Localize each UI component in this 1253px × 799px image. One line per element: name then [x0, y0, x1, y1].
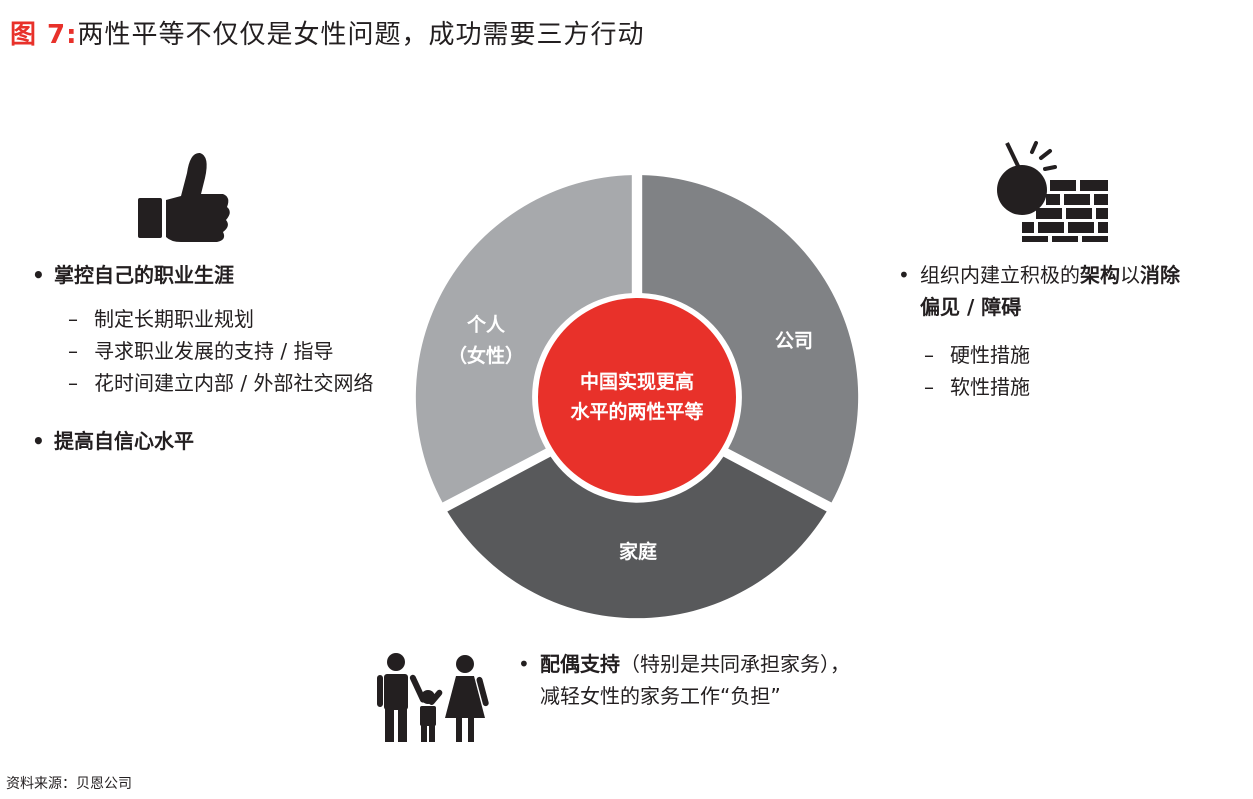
structure-text-c: 以 [1120, 263, 1140, 287]
bullet-spouse-support: 配偶支持（特别是共同承担家务）， [518, 648, 850, 680]
sub-item-network: 花时间建立内部 / 外部社交网络 [68, 367, 373, 399]
wrecking-ball-wall-icon [997, 141, 1108, 242]
family-icon [377, 653, 489, 742]
bullet-confidence: 提高自信心水平 [32, 425, 373, 457]
segment-family [447, 456, 827, 619]
segment-individual-label-2: （女性） [448, 344, 524, 367]
measures-sub-list: 硬性措施 软性措施 [898, 339, 1180, 403]
figure-title-text: 两性平等不仅仅是女性问题，成功需要三方行动 [77, 20, 645, 50]
center-label-2: 水平的两性平等 [570, 400, 703, 423]
figure-number: 图 7: [10, 20, 78, 50]
bullet-structure: 组织内建立积极的架构以消除 [898, 259, 1180, 291]
spouse-support-rest: （特别是共同承担家务）， [620, 652, 850, 676]
structure-text-line2: 偏见 / 障碍 [920, 295, 1022, 319]
individual-actions: 掌控自己的职业生涯 制定长期职业规划 寻求职业发展的支持 / 指导 花时间建立内… [32, 259, 373, 457]
sub-item-plan: 制定长期职业规划 [68, 303, 373, 335]
segment-company-label: 公司 [775, 330, 813, 352]
spouse-support-line2: 减轻女性的家务工作“负担” [540, 684, 781, 708]
segment-company [642, 175, 859, 503]
family-actions: 配偶支持（特别是共同承担家务）， 减轻女性的家务工作“负担” [518, 648, 850, 712]
sub-item-soft-measures: 软性措施 [924, 371, 1180, 403]
segment-individual-label-1: 个人 [466, 314, 506, 336]
structure-text-a: 组织内建立积极的 [920, 263, 1080, 287]
center-circle [538, 298, 736, 496]
figure-title: 图 7:两性平等不仅仅是女性问题，成功需要三方行动 [10, 14, 645, 51]
thumbs-up-icon [138, 152, 230, 242]
source-note: 资料来源：贝恩公司 [6, 776, 132, 792]
company-actions: 组织内建立积极的架构以消除 偏见 / 障碍 硬性措施 软性措施 [898, 259, 1180, 403]
center-label-1: 中国实现更高 [580, 370, 694, 393]
bullet-career: 掌控自己的职业生涯 [32, 259, 373, 291]
spouse-support-bold: 配偶支持 [540, 652, 620, 676]
career-sub-list: 制定长期职业规划 寻求职业发展的支持 / 指导 花时间建立内部 / 外部社交网络 [32, 303, 373, 399]
sub-item-hard-measures: 硬性措施 [924, 339, 1180, 371]
structure-text-b: 架构 [1080, 263, 1120, 287]
segment-individual [415, 175, 632, 503]
structure-text-d: 消除 [1140, 263, 1180, 287]
sub-item-support: 寻求职业发展的支持 / 指导 [68, 335, 373, 367]
segment-family-label: 家庭 [619, 540, 657, 563]
